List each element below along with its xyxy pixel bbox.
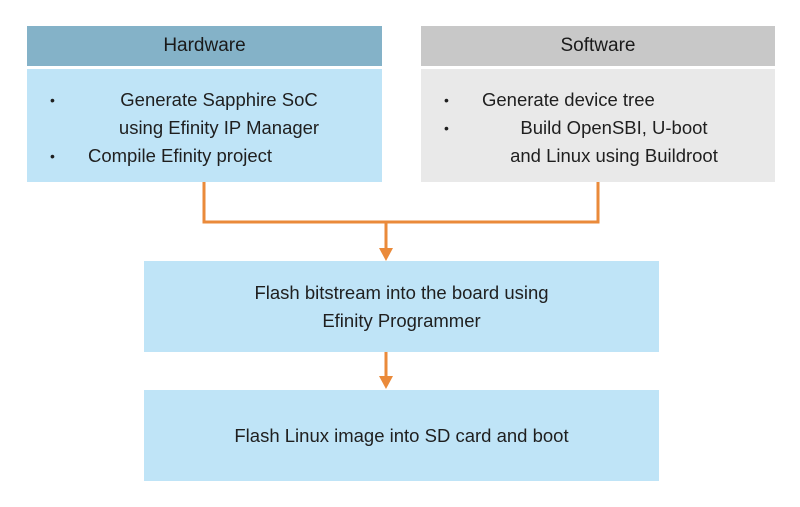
software-header: Software (421, 26, 775, 66)
hardware-title: Hardware (163, 35, 246, 56)
list-item: • Generate device tree (442, 86, 762, 114)
step-arrow-head (379, 376, 393, 389)
flash-linux-text: Flash Linux image into SD card and boot (234, 424, 569, 446)
list-item: • Build OpenSBI, U-boot and Linux using … (442, 114, 762, 170)
merge-arrow-head (379, 248, 393, 261)
flash-bitstream-step: Flash bitstream into the board using Efi… (144, 261, 659, 352)
flash-bitstream-text: Flash bitstream into the board using Efi… (254, 281, 549, 331)
software-body (421, 69, 775, 182)
bullet-icon: • (444, 120, 449, 136)
list-item: • Generate Sapphire SoC using Efinity IP… (48, 86, 368, 142)
software-item-2: Build OpenSBI, U-boot and Linux using Bu… (510, 117, 718, 166)
software-connector-line (386, 182, 600, 224)
list-item: • Compile Efinity project (48, 142, 368, 170)
hardware-header: Hardware (27, 26, 382, 66)
software-title: Software (560, 35, 636, 56)
bullet-icon: • (50, 92, 55, 108)
bullet-icon: • (444, 92, 449, 108)
software-item-1: Generate device tree (482, 89, 655, 110)
hardware-body (27, 69, 382, 182)
flash-linux-step: Flash Linux image into SD card and boot (144, 390, 659, 481)
bullet-icon: • (50, 148, 55, 164)
hardware-item-1: Generate Sapphire SoC using Efinity IP M… (118, 89, 320, 138)
software-list: • Generate device tree • Build OpenSBI, … (442, 86, 762, 170)
hardware-connector-line (202, 182, 386, 224)
hardware-list: • Generate Sapphire SoC using Efinity IP… (48, 86, 368, 170)
hardware-item-2: Compile Efinity project (88, 145, 273, 166)
